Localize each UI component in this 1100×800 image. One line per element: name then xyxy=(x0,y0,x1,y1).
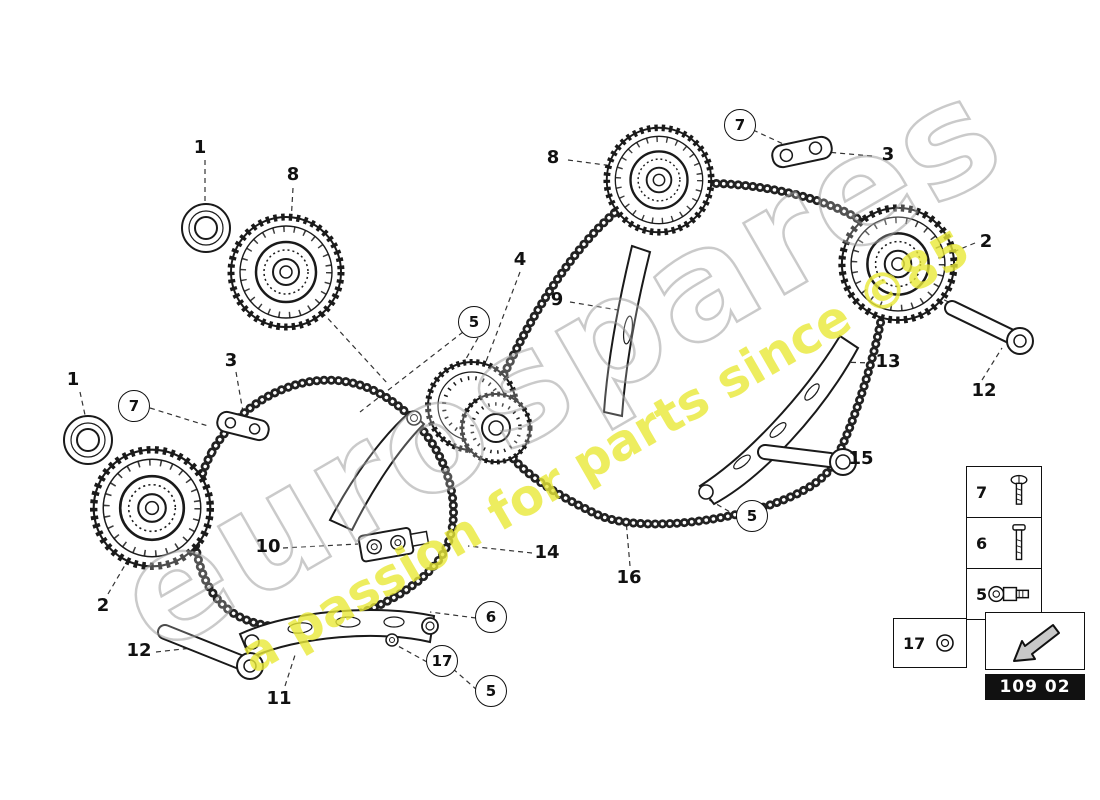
callout-3-left[interactable]: 3 xyxy=(224,350,238,371)
legend-item-6-label: 6 xyxy=(976,533,988,553)
camshaft-adjuster-top-left xyxy=(231,217,341,327)
long-bolt-icon xyxy=(1012,524,1026,561)
callout-6-circle[interactable]: 6 xyxy=(475,601,507,633)
shoulder-bolt-icon xyxy=(988,585,1030,603)
callout-17-circle[interactable]: 17 xyxy=(426,645,458,677)
camshaft-adjuster-left xyxy=(94,450,211,567)
callout-1-top[interactable]: 1 xyxy=(193,137,207,158)
callout-12-left[interactable]: 12 xyxy=(126,640,152,661)
tensioner-rail-13 xyxy=(698,334,860,506)
callout-5-upper-circle[interactable]: 5 xyxy=(458,306,490,338)
callout-7-top-circle[interactable]: 7 xyxy=(724,109,756,141)
chain-tensioner-10 xyxy=(357,527,430,563)
double-sprocket-4 xyxy=(425,359,533,465)
callout-9[interactable]: 9 xyxy=(550,289,564,310)
chain-guide-rail-11 xyxy=(238,609,439,660)
arrow-icon xyxy=(1013,624,1060,662)
washer-17 xyxy=(385,633,399,647)
guide-piece-3-top xyxy=(771,135,833,169)
guide-piece-3-left xyxy=(216,410,270,442)
camshaft-adjuster-top-center xyxy=(607,128,712,233)
callout-10[interactable]: 10 xyxy=(255,536,281,557)
legend-item-17[interactable]: 17 xyxy=(893,618,967,668)
callout-8-top[interactable]: 8 xyxy=(546,147,560,168)
screw-icon xyxy=(1010,474,1028,505)
callout-16[interactable]: 16 xyxy=(616,567,642,588)
legend-item-7[interactable]: 7 xyxy=(966,466,1042,518)
legend-item-7-label: 7 xyxy=(976,482,988,502)
bolt-12-left xyxy=(157,624,264,680)
tensioner-rail-14 xyxy=(328,410,426,532)
camshaft-adjuster-right xyxy=(842,208,954,320)
timing-chain-left xyxy=(189,375,458,632)
callout-5-bottom-circle[interactable]: 5 xyxy=(475,675,507,707)
callout-8-left[interactable]: 8 xyxy=(286,164,300,185)
direction-arrow-box xyxy=(985,612,1085,670)
chain-guide-rail-9 xyxy=(602,244,652,418)
diagram-code: 109 02 xyxy=(985,674,1085,700)
callout-3-top[interactable]: 3 xyxy=(881,144,895,165)
callout-11[interactable]: 11 xyxy=(266,688,292,709)
washer-icon xyxy=(936,634,954,652)
callout-2-left[interactable]: 2 xyxy=(96,595,110,616)
callout-15[interactable]: 15 xyxy=(848,448,874,469)
callout-13[interactable]: 13 xyxy=(875,351,901,372)
bolt-12-right xyxy=(944,300,1034,355)
hex-nut-top xyxy=(181,203,231,253)
legend-item-17-label: 17 xyxy=(903,633,926,653)
callout-5-right-circle[interactable]: 5 xyxy=(736,500,768,532)
callout-1-left[interactable]: 1 xyxy=(66,369,80,390)
legend-item-5[interactable]: 5 xyxy=(966,568,1042,620)
legend-item-6[interactable]: 6 xyxy=(966,517,1042,569)
callout-14[interactable]: 14 xyxy=(534,542,560,563)
callout-12-right[interactable]: 12 xyxy=(971,380,997,401)
callout-7-left-circle[interactable]: 7 xyxy=(118,390,150,422)
callout-2-right[interactable]: 2 xyxy=(979,231,993,252)
callout-4[interactable]: 4 xyxy=(513,249,527,270)
hex-nut-left xyxy=(63,415,113,465)
legend-item-5-label: 5 xyxy=(976,584,988,604)
bolt-15 xyxy=(757,444,857,476)
